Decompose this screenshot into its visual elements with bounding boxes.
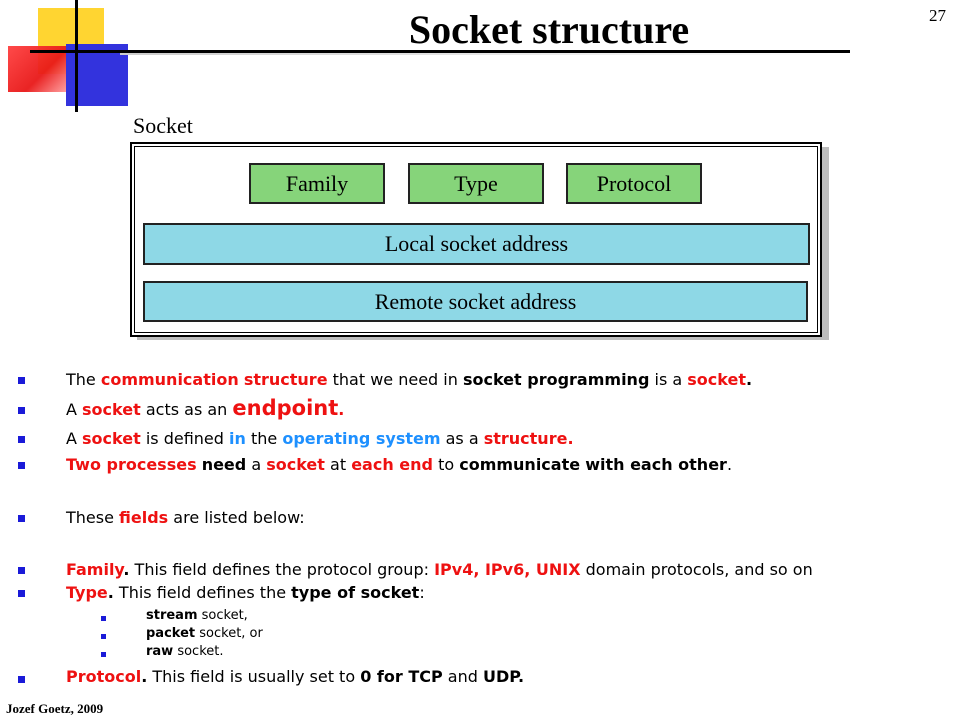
sub-bullet-raw: raw socket. — [146, 644, 224, 659]
decor-fade-line — [120, 53, 850, 55]
decor-horizontal-line — [30, 50, 850, 53]
local-address-box: Local socket address — [143, 223, 810, 265]
bullet-4: Two processes need a socket at each end … — [66, 455, 733, 474]
footer-author: Jozef Goetz, 2009 — [6, 701, 104, 716]
bullet-marker — [18, 377, 25, 384]
field-box-family: Family — [249, 163, 385, 204]
bullet-marker — [18, 436, 25, 443]
decor-vertical-line — [75, 0, 78, 112]
bullet-3: A socket is defined in the operating sys… — [66, 429, 574, 448]
sub-bullet-marker — [101, 616, 106, 621]
bullet-8: Protocol. This field is usually set to 0… — [66, 667, 525, 686]
sub-bullet-stream: stream socket, — [146, 608, 248, 623]
bullet-marker — [18, 407, 25, 414]
sub-bullet-marker — [101, 634, 106, 639]
bullet-marker — [18, 676, 25, 683]
bullet-marker — [18, 515, 25, 522]
bullet-marker — [18, 590, 25, 597]
bullet-5: These fields are listed below: — [66, 508, 305, 527]
field-box-type: Type — [408, 163, 544, 204]
remote-address-box: Remote socket address — [143, 281, 808, 322]
socket-frame-inner-border — [134, 146, 818, 333]
bullet-1: The communication structure that we need… — [66, 370, 753, 389]
slide-number: 27 — [929, 6, 946, 25]
bullet-6: Family. This field defines the protocol … — [66, 560, 813, 579]
sub-bullet-marker — [101, 652, 106, 657]
bullet-7: Type. This field defines the type of soc… — [66, 583, 425, 602]
bullet-2: A socket acts as an endpoint. — [66, 396, 345, 420]
sub-bullet-packet: packet socket, or — [146, 626, 263, 641]
bullet-marker — [18, 567, 25, 574]
field-box-protocol: Protocol — [566, 163, 702, 204]
decor-red-square — [8, 46, 66, 92]
slide-title: Socket structure — [408, 7, 690, 52]
diagram-caption: Socket — [133, 113, 193, 138]
bullet-marker — [18, 462, 25, 469]
